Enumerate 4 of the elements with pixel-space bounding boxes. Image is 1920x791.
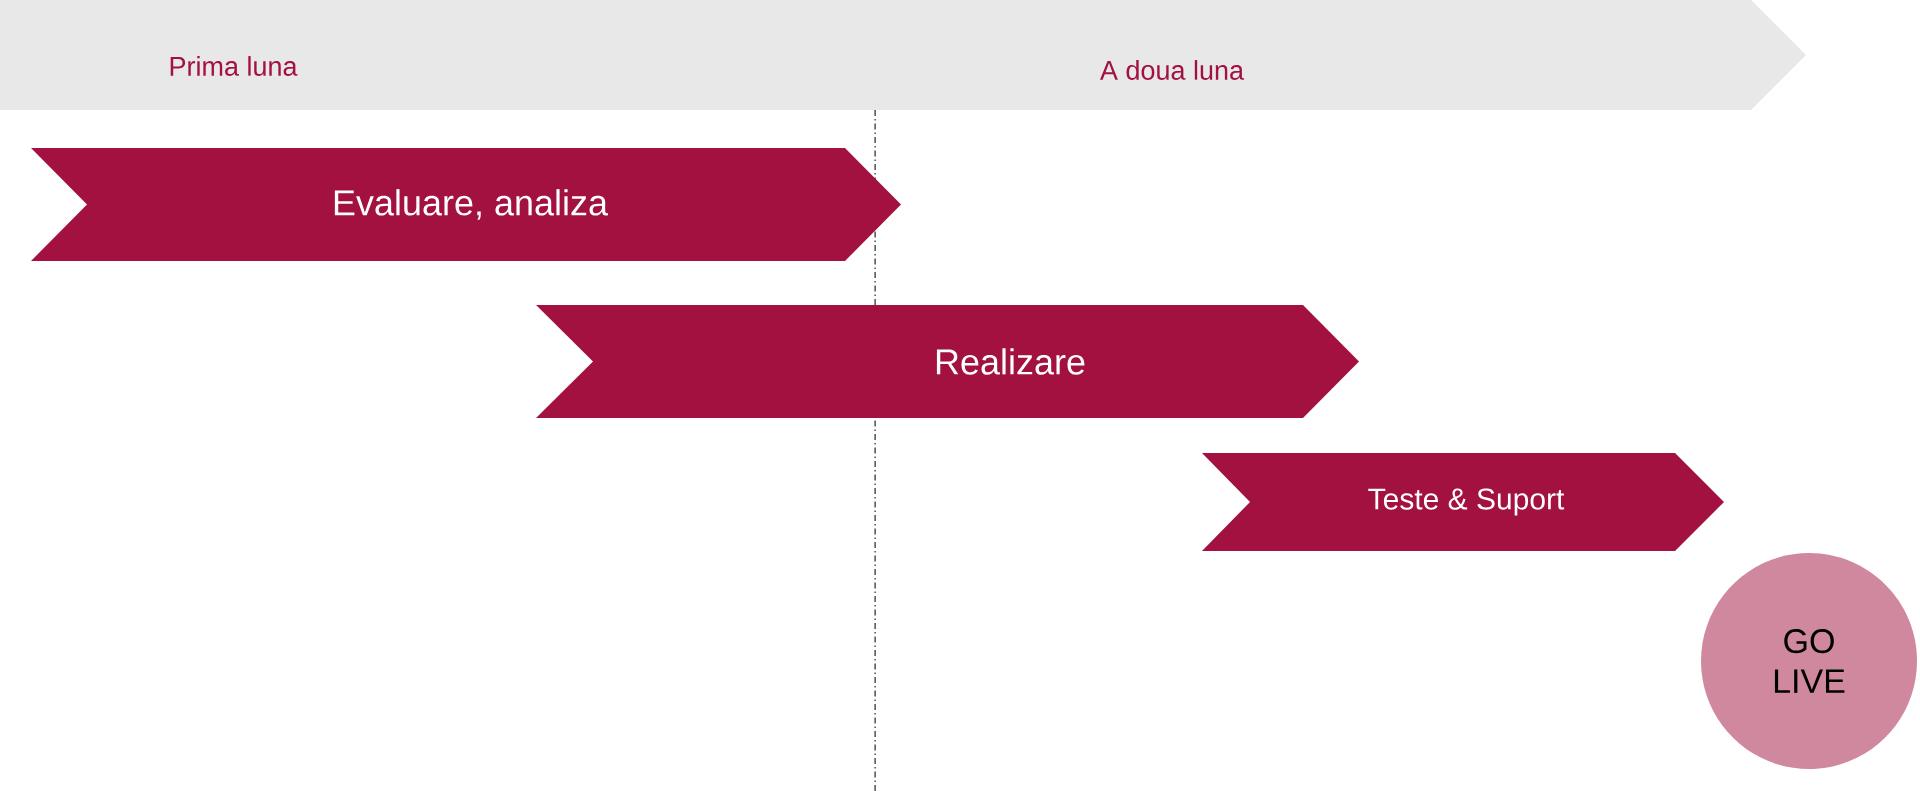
phase-bar: Evaluare, analiza [31, 148, 901, 261]
timeline-band: Prima luna A doua luna [0, 0, 1806, 110]
phase-bar: Teste & Suport [1202, 453, 1724, 551]
phase-bar: Realizare [536, 305, 1359, 418]
